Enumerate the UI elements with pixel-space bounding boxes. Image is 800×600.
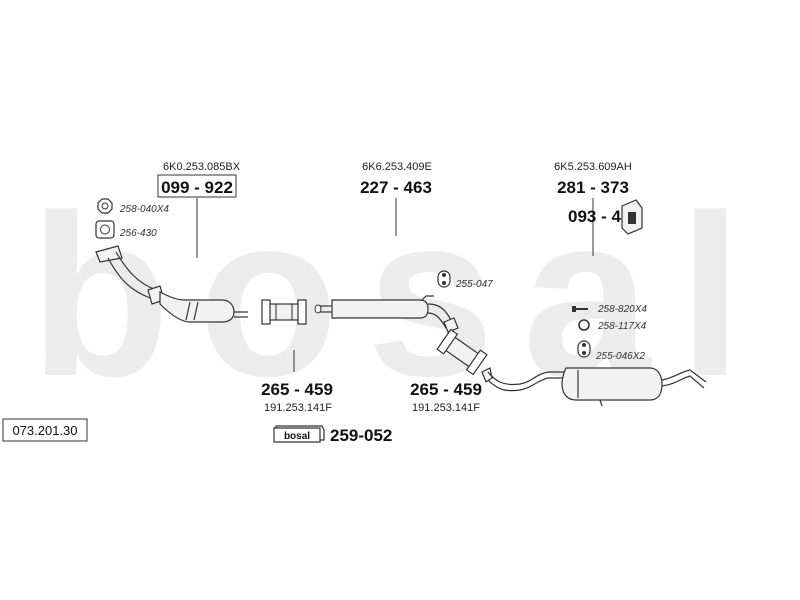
mounting-kit-badge-label: bosal: [284, 431, 310, 442]
rubber-mount-front-part-number: 255-047: [455, 279, 493, 290]
clamp-left-oem-number: 191.253.141F: [264, 402, 332, 414]
rear-silencer: [481, 367, 707, 407]
clamp-icon: [261, 299, 307, 325]
front-silencer-oem-number: 6K6.253.409E: [362, 161, 432, 173]
ring-icon: [578, 319, 590, 331]
gasket-icon: [95, 220, 115, 239]
rear-silencer-oem-number: 6K5.253.609AH: [554, 161, 632, 173]
diagram-id-box: [2, 418, 88, 442]
mounting-kit-part-number: 259-052: [330, 426, 392, 445]
clamp-left-part-number: 265 - 459: [261, 380, 333, 399]
rubber-mount-rear-part-number: 255-046X2: [595, 351, 645, 362]
nut-icon: [97, 198, 113, 214]
catalyst-part-box: [157, 174, 237, 198]
bolt-icon: [572, 306, 588, 312]
rear-silencer-part-number: 281 - 373: [557, 178, 629, 197]
bolt-part-number: 258-820X4: [597, 304, 647, 315]
gasket-part-number: 256-430: [119, 228, 157, 239]
bracket-icon: [621, 199, 643, 235]
catalyst-oem-number: 6K0.253.085BX: [163, 161, 241, 173]
nut-part-number: 258-040X4: [119, 204, 169, 215]
clamp-right-oem-number: 191.253.141F: [412, 402, 480, 414]
clamp-icon: [436, 328, 488, 376]
diagram-id: 073.201.30: [12, 423, 77, 438]
catalyst-converter: [95, 245, 248, 323]
rubber-mount-icon: [577, 340, 591, 358]
mounting-kit-badge: [273, 425, 325, 443]
front-silencer: [314, 295, 459, 333]
ring-part-number: 258-117X4: [597, 321, 647, 332]
catalyst-part-number: 099 - 922: [161, 178, 233, 197]
rubber-mount-icon: [437, 270, 451, 288]
clamp-right-part-number: 265 - 459: [410, 380, 482, 399]
front-silencer-part-number: 227 - 463: [360, 178, 432, 197]
